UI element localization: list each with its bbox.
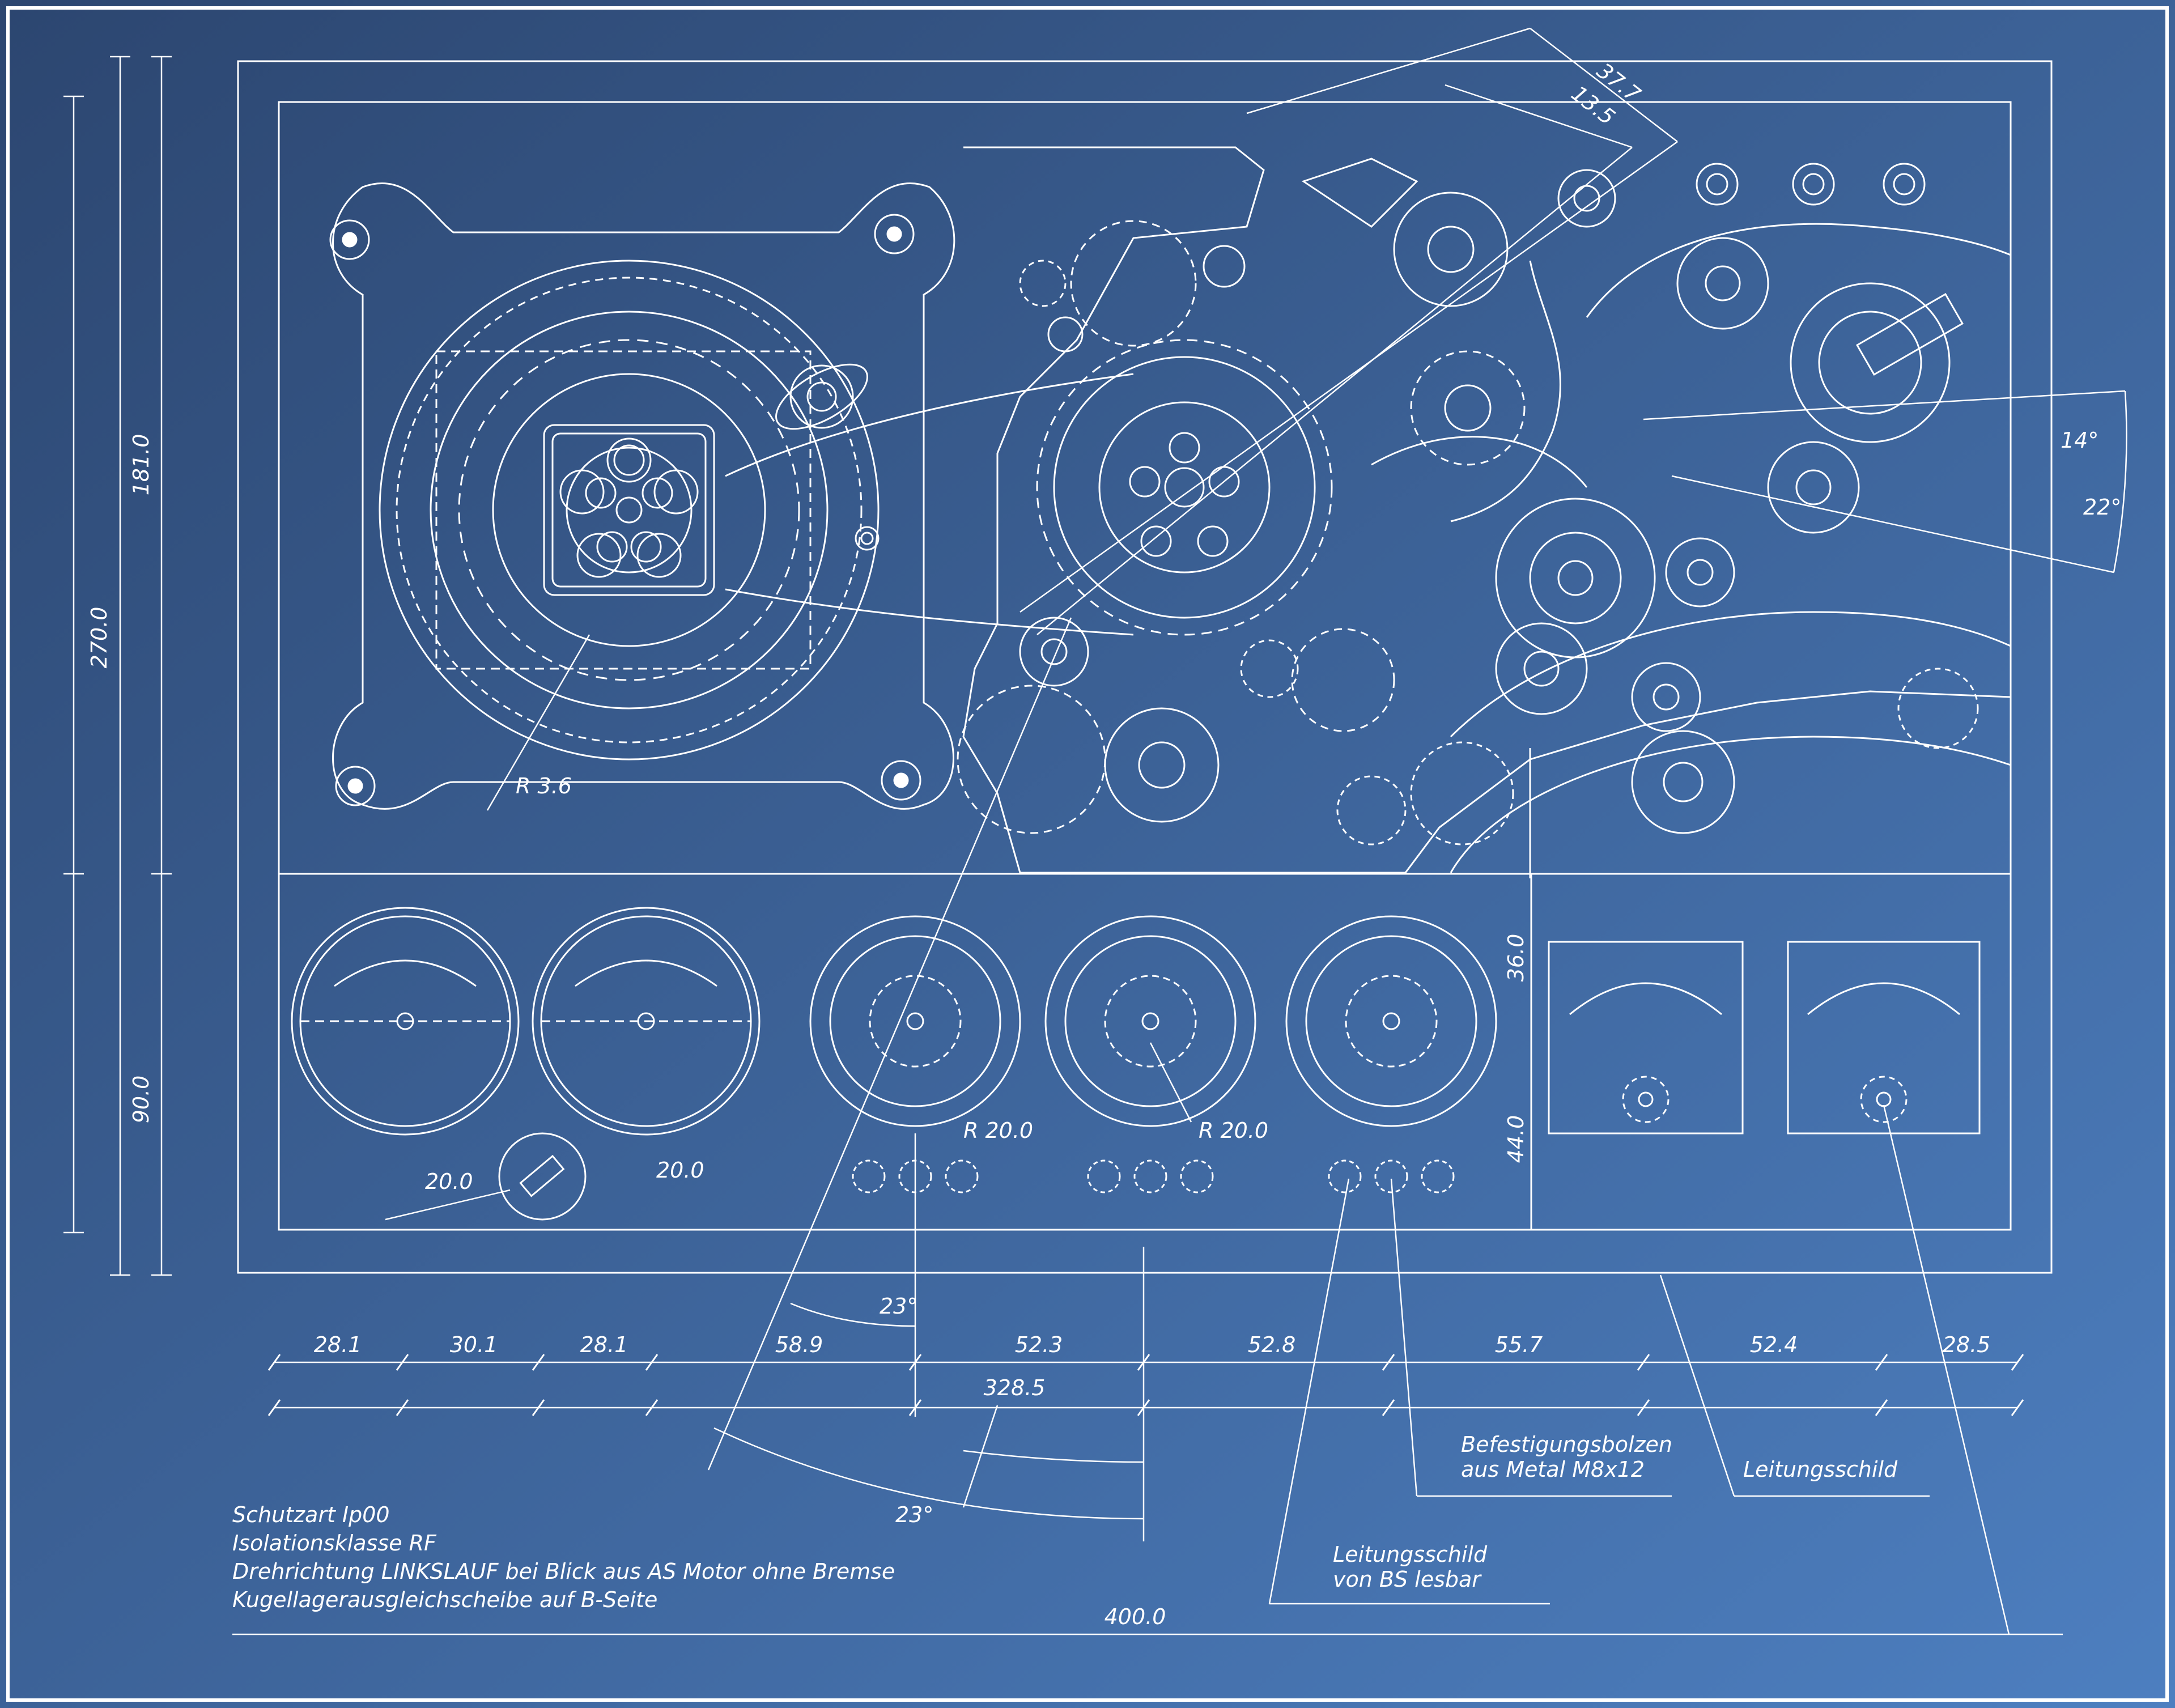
dimension-tick bbox=[1382, 1399, 1395, 1416]
dim-left-270: 270.0 bbox=[87, 607, 112, 669]
plate-label-bs-line-2: von BS lesbar bbox=[1333, 1567, 1482, 1592]
spec-line-1: Schutzart Ip00 bbox=[232, 1502, 390, 1527]
dimension-tick bbox=[645, 1399, 659, 1416]
overall-width-dim: 400.0 bbox=[1105, 1604, 1166, 1629]
chain-dim-5: 52.3 bbox=[1015, 1332, 1063, 1357]
chain-dim-6: 52.8 bbox=[1248, 1332, 1296, 1357]
chain-dim-3: 28.1 bbox=[580, 1332, 628, 1357]
chain-dim-9: 28.5 bbox=[1943, 1332, 1991, 1357]
chain-dim-8: 52.4 bbox=[1750, 1332, 1798, 1357]
angle-23-lower: 23° bbox=[895, 1502, 933, 1527]
dimension-lines bbox=[63, 27, 2127, 1635]
gauge-width-1: 20.0 bbox=[425, 1169, 473, 1194]
dim-right-44: 44.0 bbox=[1503, 1115, 1528, 1163]
rotor-assembly bbox=[379, 260, 1134, 760]
dimension-tick bbox=[2011, 1399, 2024, 1416]
dimension-tick bbox=[1137, 1354, 1150, 1371]
label-layer: 270.0 181.0 90.0 36.0 44.0 R 3.6 R 20.0 … bbox=[87, 58, 2121, 1629]
gear-train bbox=[957, 146, 2011, 878]
spec-line-3: Drehrichtung LINKSLAUF bei Blick aus AS … bbox=[232, 1559, 895, 1584]
dimension-ticks bbox=[267, 1354, 2024, 1416]
dimension-tick bbox=[396, 1399, 409, 1416]
dimension-tick bbox=[532, 1354, 545, 1371]
spec-line-4: Kugellagerausgleichscheibe auf B-Seite bbox=[232, 1587, 657, 1612]
angle-22: 22° bbox=[2083, 495, 2121, 520]
gauge-panel bbox=[291, 907, 1981, 1221]
radius-label-rotor: R 3.6 bbox=[516, 774, 572, 798]
dim-right-36: 36.0 bbox=[1503, 934, 1528, 982]
dimension-tick bbox=[1382, 1354, 1395, 1371]
dimension-tick bbox=[396, 1354, 409, 1371]
dimension-tick bbox=[908, 1399, 922, 1416]
dimension-tick bbox=[645, 1354, 659, 1371]
sheet-border bbox=[6, 6, 2169, 1702]
angle-23-upper: 23° bbox=[880, 1294, 917, 1319]
dimension-tick bbox=[1137, 1399, 1150, 1416]
dimension-tick bbox=[267, 1354, 281, 1371]
chain-dim-2: 30.1 bbox=[450, 1332, 498, 1357]
dimension-tick bbox=[1875, 1354, 1888, 1371]
dimension-tick bbox=[532, 1399, 545, 1416]
spec-line-2: Isolationsklasse RF bbox=[232, 1531, 437, 1556]
dimension-tick bbox=[267, 1399, 281, 1416]
radius-label-gauge-3: R 20.0 bbox=[963, 1118, 1033, 1143]
bolt-label-line-1: Befestigungsbolzen bbox=[1461, 1432, 1672, 1457]
dimension-tick bbox=[2011, 1354, 2024, 1371]
inner-frame bbox=[278, 101, 2012, 1231]
dim-left-90: 90.0 bbox=[129, 1076, 154, 1124]
partial-total-dim: 328.5 bbox=[984, 1375, 1046, 1400]
dimension-tick bbox=[1637, 1354, 1650, 1371]
plate-label-bs-line-1: Leitungsschild bbox=[1333, 1542, 1488, 1567]
dimension-tick bbox=[1875, 1399, 1888, 1416]
dim-left-181: 181.0 bbox=[129, 434, 154, 496]
chain-dim-1: 28.1 bbox=[314, 1332, 362, 1357]
chain-dim-7: 55.7 bbox=[1495, 1332, 1543, 1357]
dimension-tick bbox=[908, 1354, 922, 1371]
chain-dim-4: 58.9 bbox=[775, 1332, 823, 1357]
gauge-width-2: 20.0 bbox=[656, 1158, 704, 1183]
mounting-plate bbox=[329, 182, 955, 810]
angle-14: 14° bbox=[2061, 428, 2098, 453]
plate-label: Leitungsschild bbox=[1743, 1457, 1898, 1482]
outer-frame bbox=[237, 60, 2053, 1274]
radius-label-gauge-4: R 20.0 bbox=[1199, 1118, 1268, 1143]
dimension-tick bbox=[1637, 1399, 1650, 1416]
bolt-label-line-2: aus Metal M8x12 bbox=[1461, 1457, 1645, 1482]
